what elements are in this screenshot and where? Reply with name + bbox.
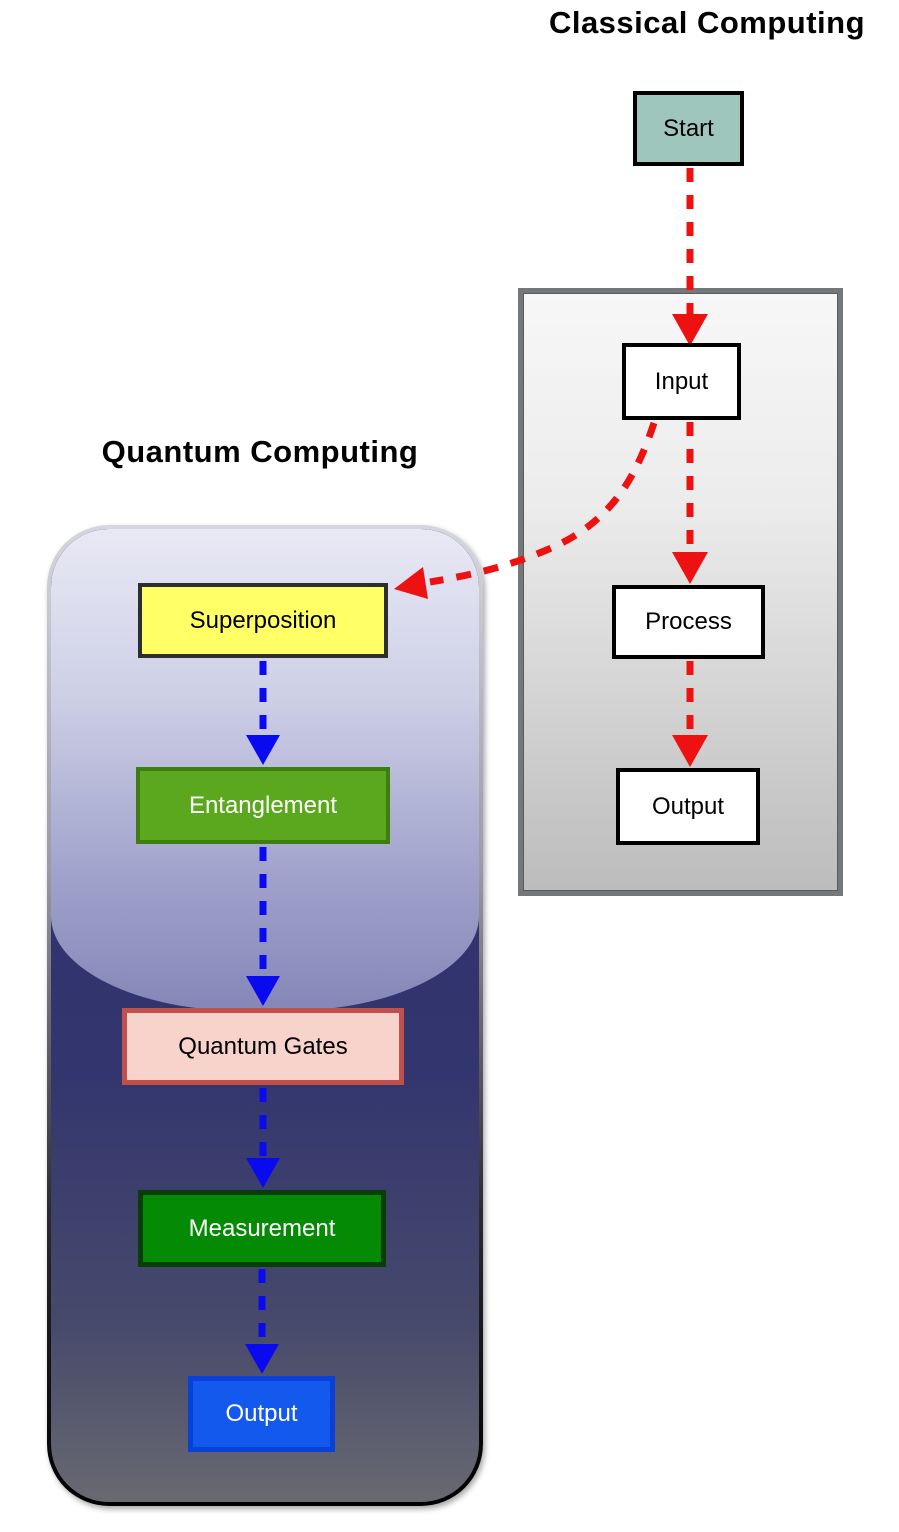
edge-input-to-superposition (394, 421, 658, 599)
node-quantum-gates: Quantum Gates (122, 1008, 404, 1085)
edge-start-to-input (672, 168, 708, 346)
node-entanglement: Entanglement (136, 767, 390, 844)
edge-entanglement-to-quantum-gates (246, 847, 280, 1006)
node-quantum-output: Output (188, 1376, 335, 1452)
classical-computing-title: Classical Computing (548, 5, 866, 40)
edge-superposition-to-entanglement (246, 661, 280, 765)
edge-measurement-to-quantum-output (245, 1269, 279, 1374)
node-classical-output: Output (616, 768, 760, 845)
edge-process-to-output (672, 661, 708, 767)
quantum-computing-title: Quantum Computing (101, 434, 419, 469)
node-input: Input (622, 343, 741, 420)
node-measurement: Measurement (138, 1190, 386, 1267)
node-process: Process (612, 585, 765, 659)
node-superposition: Superposition (138, 583, 388, 658)
edge-quantum-gates-to-measurement (246, 1088, 280, 1188)
edge-input-to-process (672, 422, 708, 584)
node-start: Start (633, 91, 744, 166)
